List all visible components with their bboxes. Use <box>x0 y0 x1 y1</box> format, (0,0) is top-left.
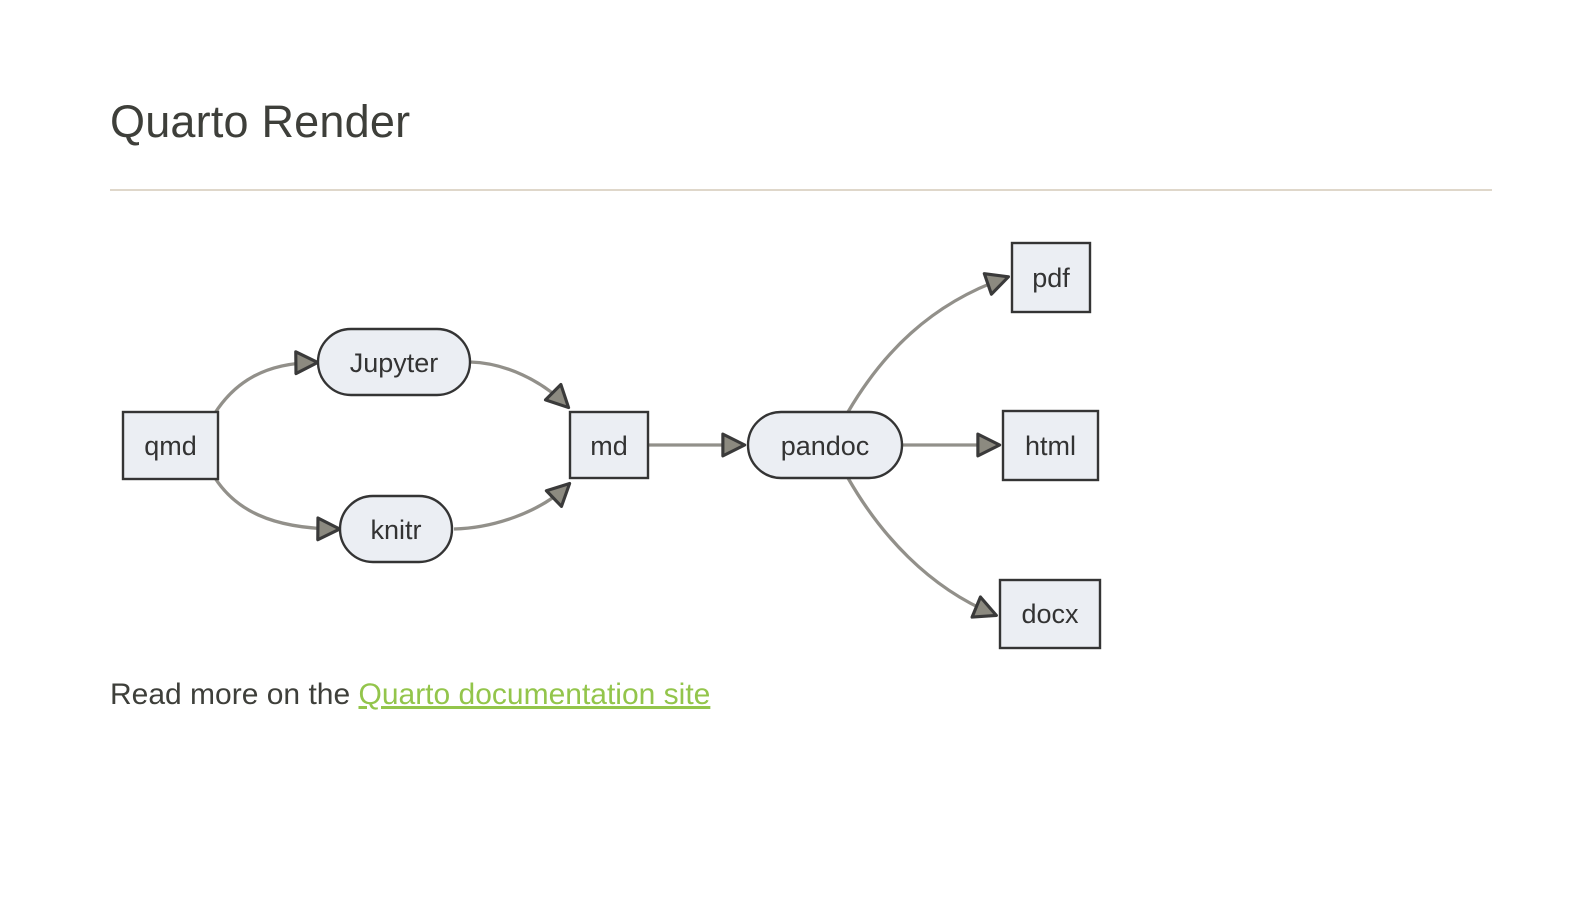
node-knitr-label: knitr <box>370 515 421 545</box>
node-jupyter-label: Jupyter <box>350 348 439 378</box>
node-md: md <box>568 410 650 480</box>
edge-pandoc-docx <box>846 477 998 619</box>
node-pandoc: pandoc <box>746 410 904 480</box>
node-pdf: pdf <box>1010 241 1092 314</box>
title-divider <box>110 189 1492 191</box>
node-jupyter: Jupyter <box>316 327 472 397</box>
node-html-shape <box>1001 409 1100 482</box>
node-qmd-shape <box>121 410 220 481</box>
edge-jupyter-md <box>469 360 571 410</box>
node-md-label: md <box>590 431 628 461</box>
document-content: Quarto Render qmd Jupyter knitr <box>110 0 1492 716</box>
quarto-documentation-link[interactable]: Quarto documentation site <box>358 678 711 711</box>
node-jupyter-shape <box>316 327 472 397</box>
read-more-prefix: Read more on the <box>110 678 359 711</box>
edge-pandoc-pdf <box>846 272 1010 413</box>
node-docx-shape <box>998 578 1102 650</box>
node-html-label: html <box>1025 431 1076 461</box>
edge-qmd-knitr <box>213 477 342 542</box>
node-pdf-label: pdf <box>1032 263 1070 293</box>
node-docx-label: docx <box>1021 599 1079 629</box>
node-pandoc-label: pandoc <box>781 431 870 461</box>
quarto-render-flowchart: qmd Jupyter knitr md pandoc pdf html <box>121 241 1102 650</box>
node-html: html <box>1001 409 1100 482</box>
node-md-shape <box>568 410 650 480</box>
node-knitr-shape <box>338 494 454 564</box>
edge-qmd-jupyter <box>213 350 320 414</box>
read-more-text: Read more on the Quarto documentation si… <box>110 674 1492 716</box>
node-pandoc-shape <box>746 410 904 480</box>
node-knitr: knitr <box>338 494 454 564</box>
edge-knitr-md <box>453 481 572 531</box>
node-qmd-label: qmd <box>144 431 197 461</box>
node-docx: docx <box>998 578 1102 650</box>
page-title: Quarto Render <box>110 96 411 147</box>
node-qmd: qmd <box>121 410 220 481</box>
node-pdf-shape <box>1010 241 1092 314</box>
